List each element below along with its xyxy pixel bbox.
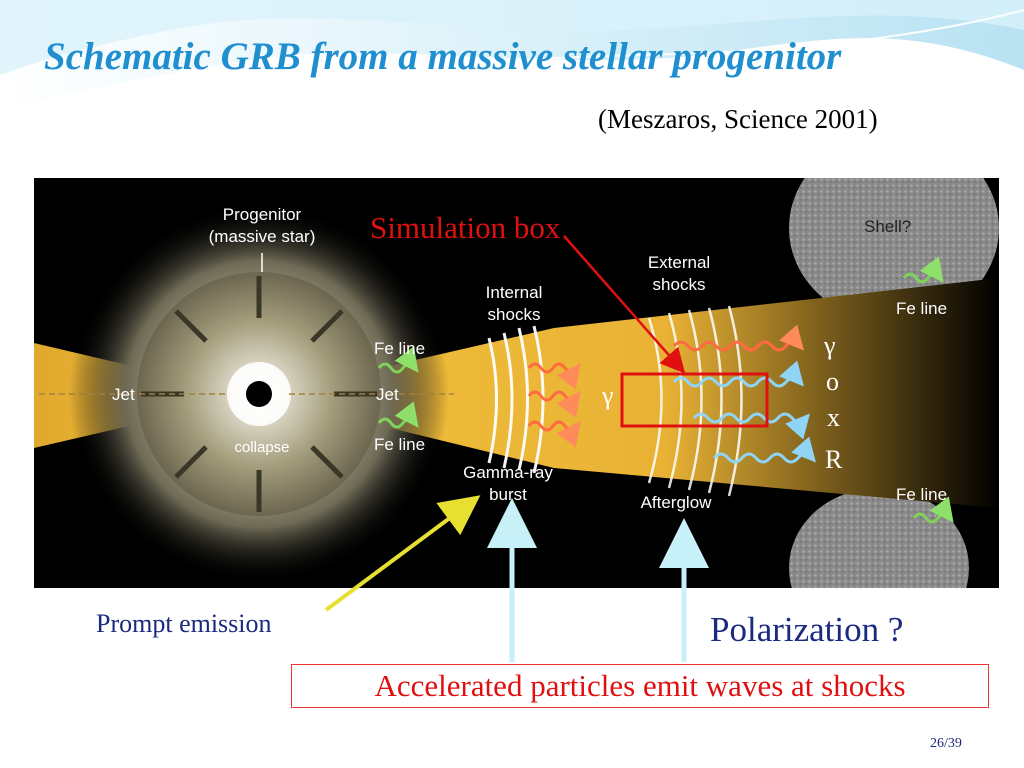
- label-external-shocks-sub: shocks: [653, 275, 706, 294]
- simulation-box-label: Simulation box: [370, 210, 561, 245]
- page-number: 26/39: [930, 736, 962, 751]
- fe-line-arrows-shell: [902, 256, 954, 524]
- label-external-shocks: External: [648, 253, 710, 272]
- label-jet-right: Jet: [376, 385, 399, 404]
- gamma-ray-arrows: [527, 362, 581, 448]
- grb-diagram: Progenitor (massive star) Jet Jet collap…: [34, 178, 999, 588]
- citation: (Meszaros, Science 2001): [598, 104, 878, 134]
- band-o: o: [826, 367, 839, 396]
- label-shell: Shell?: [864, 217, 911, 236]
- band-x: x: [827, 403, 840, 432]
- polarization-label: Polarization ?: [710, 610, 904, 649]
- band-gamma: γ: [823, 331, 836, 360]
- prompt-emission-label: Prompt emission: [96, 609, 272, 638]
- label-collapse: collapse: [234, 439, 289, 456]
- afterglow-gamma-arrow: [672, 324, 804, 352]
- band-r: R: [825, 445, 843, 474]
- simulation-box: [620, 372, 769, 428]
- simulation-box-pointer: [563, 235, 686, 374]
- accelerated-particles-box: Accelerated particles emit waves at shoc…: [291, 664, 989, 708]
- label-gamma-ray-burst: Gamma-ray: [463, 463, 553, 482]
- slide-title: Schematic GRB from a massive stellar pro…: [44, 35, 842, 78]
- shell-bottom: [789, 488, 969, 588]
- label-internal-shocks: Internal: [486, 283, 543, 302]
- label-fe-line-shell-bottom: Fe line: [896, 485, 947, 504]
- black-hole: [246, 381, 272, 407]
- label-jet-left: Jet: [112, 385, 135, 404]
- label-fe-line-top: Fe line: [374, 339, 425, 358]
- label-fe-line-bottom: Fe line: [374, 435, 425, 454]
- afterglow-arrows: [672, 360, 816, 464]
- label-gamma-ray-burst-sub: burst: [489, 485, 527, 504]
- fe-line-arrows-jet: [377, 346, 419, 429]
- label-afterglow: Afterglow: [641, 493, 713, 512]
- label-progenitor: Progenitor: [223, 205, 302, 224]
- label-fe-line-shell-top: Fe line: [896, 299, 947, 318]
- label-progenitor-sub: (massive star): [209, 227, 316, 246]
- label-gamma-mid: γ: [601, 381, 614, 410]
- external-shock-arcs: [647, 305, 743, 497]
- label-internal-shocks-sub: shocks: [488, 305, 541, 324]
